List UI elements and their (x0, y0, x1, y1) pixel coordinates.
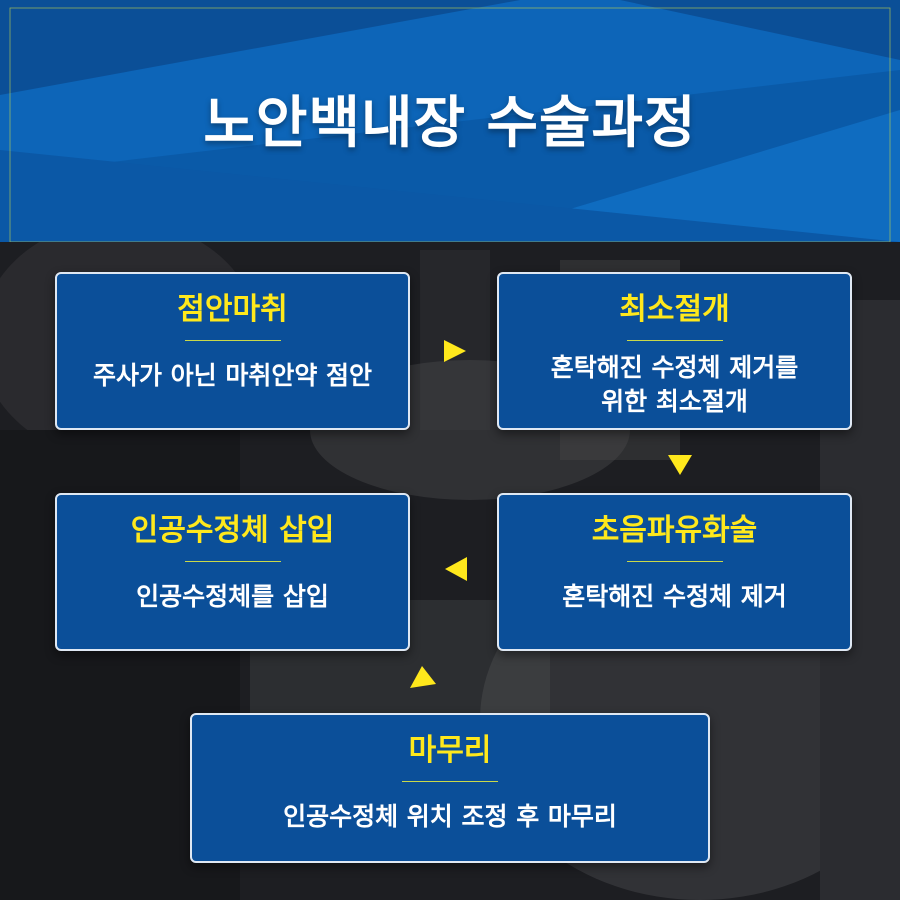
step-title: 점안마취 (177, 292, 288, 327)
step-divider (626, 340, 723, 341)
step-description: 혼탁해진 수정체 제거를 위한 최소절개 (550, 353, 799, 416)
step-title: 초음파유화술 (591, 513, 758, 548)
step-divider (402, 781, 498, 782)
arrow-up-left-icon (410, 666, 436, 688)
step-description: 인공수정체 위치 조정 후 마무리 (283, 802, 617, 831)
step-title: 최소절개 (619, 292, 730, 327)
arrow-right-icon (444, 340, 466, 362)
step-title: 인공수정체 삽입 (130, 513, 335, 548)
step-box-phaco: 초음파유화술 혼탁해진 수정체 제거 (497, 493, 852, 651)
step-box-finish: 마무리 인공수정체 위치 조정 후 마무리 (190, 713, 710, 863)
step-divider (184, 340, 281, 341)
step-divider (626, 561, 723, 562)
step-description: 인공수정체를 삽입 (136, 582, 329, 611)
step-box-anesthesia: 점안마취 주사가 아닌 마취안약 점안 (55, 272, 410, 430)
step-description: 주사가 아닌 마취안약 점안 (92, 361, 373, 390)
step-divider (184, 561, 281, 562)
title-banner (0, 0, 900, 242)
arrow-left-icon (445, 557, 467, 581)
step-title: 마무리 (408, 733, 492, 768)
step-description: 혼탁해진 수정체 제거 (562, 582, 787, 611)
page-title: 노안백내장 수술과정 (203, 91, 697, 156)
arrow-down-icon (668, 455, 692, 475)
step-box-lens-insertion: 인공수정체 삽입 인공수정체를 삽입 (55, 493, 410, 651)
step-box-incision: 최소절개 혼탁해진 수정체 제거를 위한 최소절개 (497, 272, 852, 430)
